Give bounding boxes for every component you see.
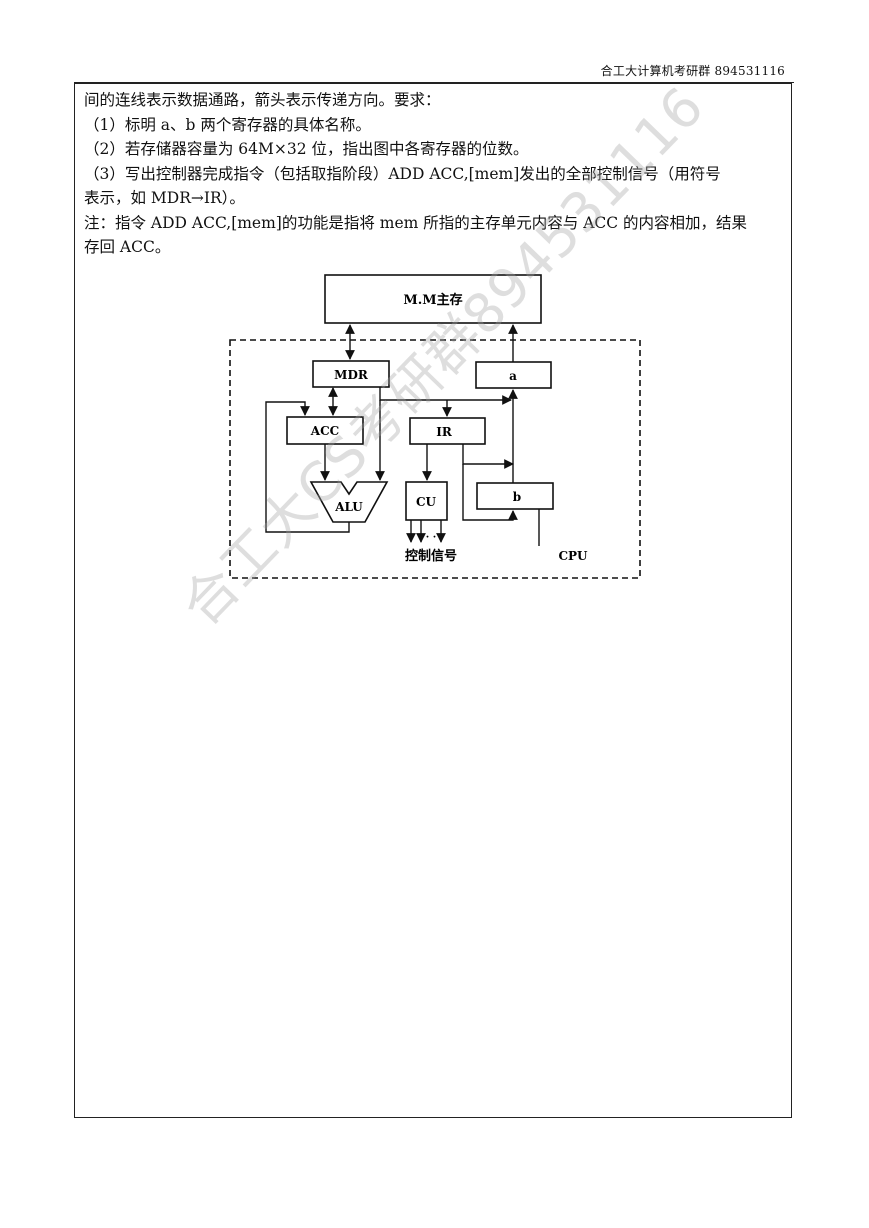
- cpu-datapath-diagram: M.M主存 MDR a ACC IR ALU CU b: [225, 268, 645, 584]
- register-b-label: b: [513, 490, 521, 504]
- ir-box: [409, 417, 486, 445]
- question-line: 注：指令 ADD ACC,[mem]的功能是指将 mem 所指的主存单元内容与 …: [84, 213, 748, 232]
- mdr-label: MDR: [334, 368, 369, 382]
- control-signal-dots: · ·: [426, 532, 436, 543]
- question-line: （3）写出控制器完成指令（包括取指阶段）ADD ACC,[mem]发出的全部控制…: [84, 164, 721, 183]
- cpu-boundary: [229, 339, 641, 579]
- header-rule: [74, 82, 794, 83]
- acc-box: [286, 416, 364, 445]
- datapath-svg: M.M主存 MDR a ACC IR ALU CU b: [229, 274, 641, 579]
- register-b-box: [476, 482, 554, 510]
- b-feedback: [462, 464, 518, 521]
- main-memory-label: M.M主存: [403, 292, 462, 308]
- alu-shape: [309, 481, 389, 523]
- main-memory-box: [324, 274, 542, 324]
- question-line: 表示，如 MDR→IR）。: [84, 189, 245, 207]
- cu-box: [405, 481, 448, 521]
- acc-label: ACC: [310, 424, 339, 438]
- alu-feedback-to-acc: [265, 401, 350, 533]
- mdr-bus-to-a: [379, 387, 512, 405]
- ir-label: IR: [436, 425, 453, 439]
- page-header: 合工大计算机考研群 894531116: [600, 64, 785, 78]
- register-a-label: a: [509, 369, 517, 383]
- mdr-box: [312, 360, 390, 388]
- cpu-label: CPU: [558, 549, 588, 563]
- question-line: 存回 ACC。: [84, 238, 171, 256]
- ir-to-b: [462, 444, 514, 469]
- control-signals-label: 控制信号: [405, 548, 457, 564]
- question-line: （2）若存储器容量为 64M×32 位，指出图中各寄存器的位数。: [84, 140, 529, 158]
- question-line: 间的连线表示数据通路，箭头表示传递方向。要求：: [84, 91, 441, 109]
- register-a-box: [475, 361, 552, 389]
- question-text: 间的连线表示数据通路，箭头表示传递方向。要求： （1）标明 a、b 两个寄存器的…: [84, 88, 789, 260]
- content-frame: [74, 83, 792, 1118]
- question-line: （1）标明 a、b 两个寄存器的具体名称。: [84, 115, 371, 134]
- alu-label: ALU: [334, 500, 363, 514]
- cu-label: CU: [416, 495, 437, 509]
